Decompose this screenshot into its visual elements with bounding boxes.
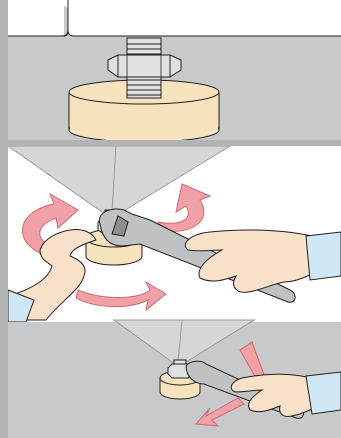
tab-left — [8, 0, 64, 36]
panel-foot-detail — [8, 0, 341, 142]
left-border — [0, 0, 8, 438]
panel-adjust-foot — [8, 146, 341, 322]
panel-lock-nut — [8, 320, 341, 438]
right-sleeve — [306, 232, 341, 280]
separator-1 — [0, 140, 341, 146]
sleeve-lock — [306, 372, 341, 414]
hex-nut — [108, 55, 181, 77]
